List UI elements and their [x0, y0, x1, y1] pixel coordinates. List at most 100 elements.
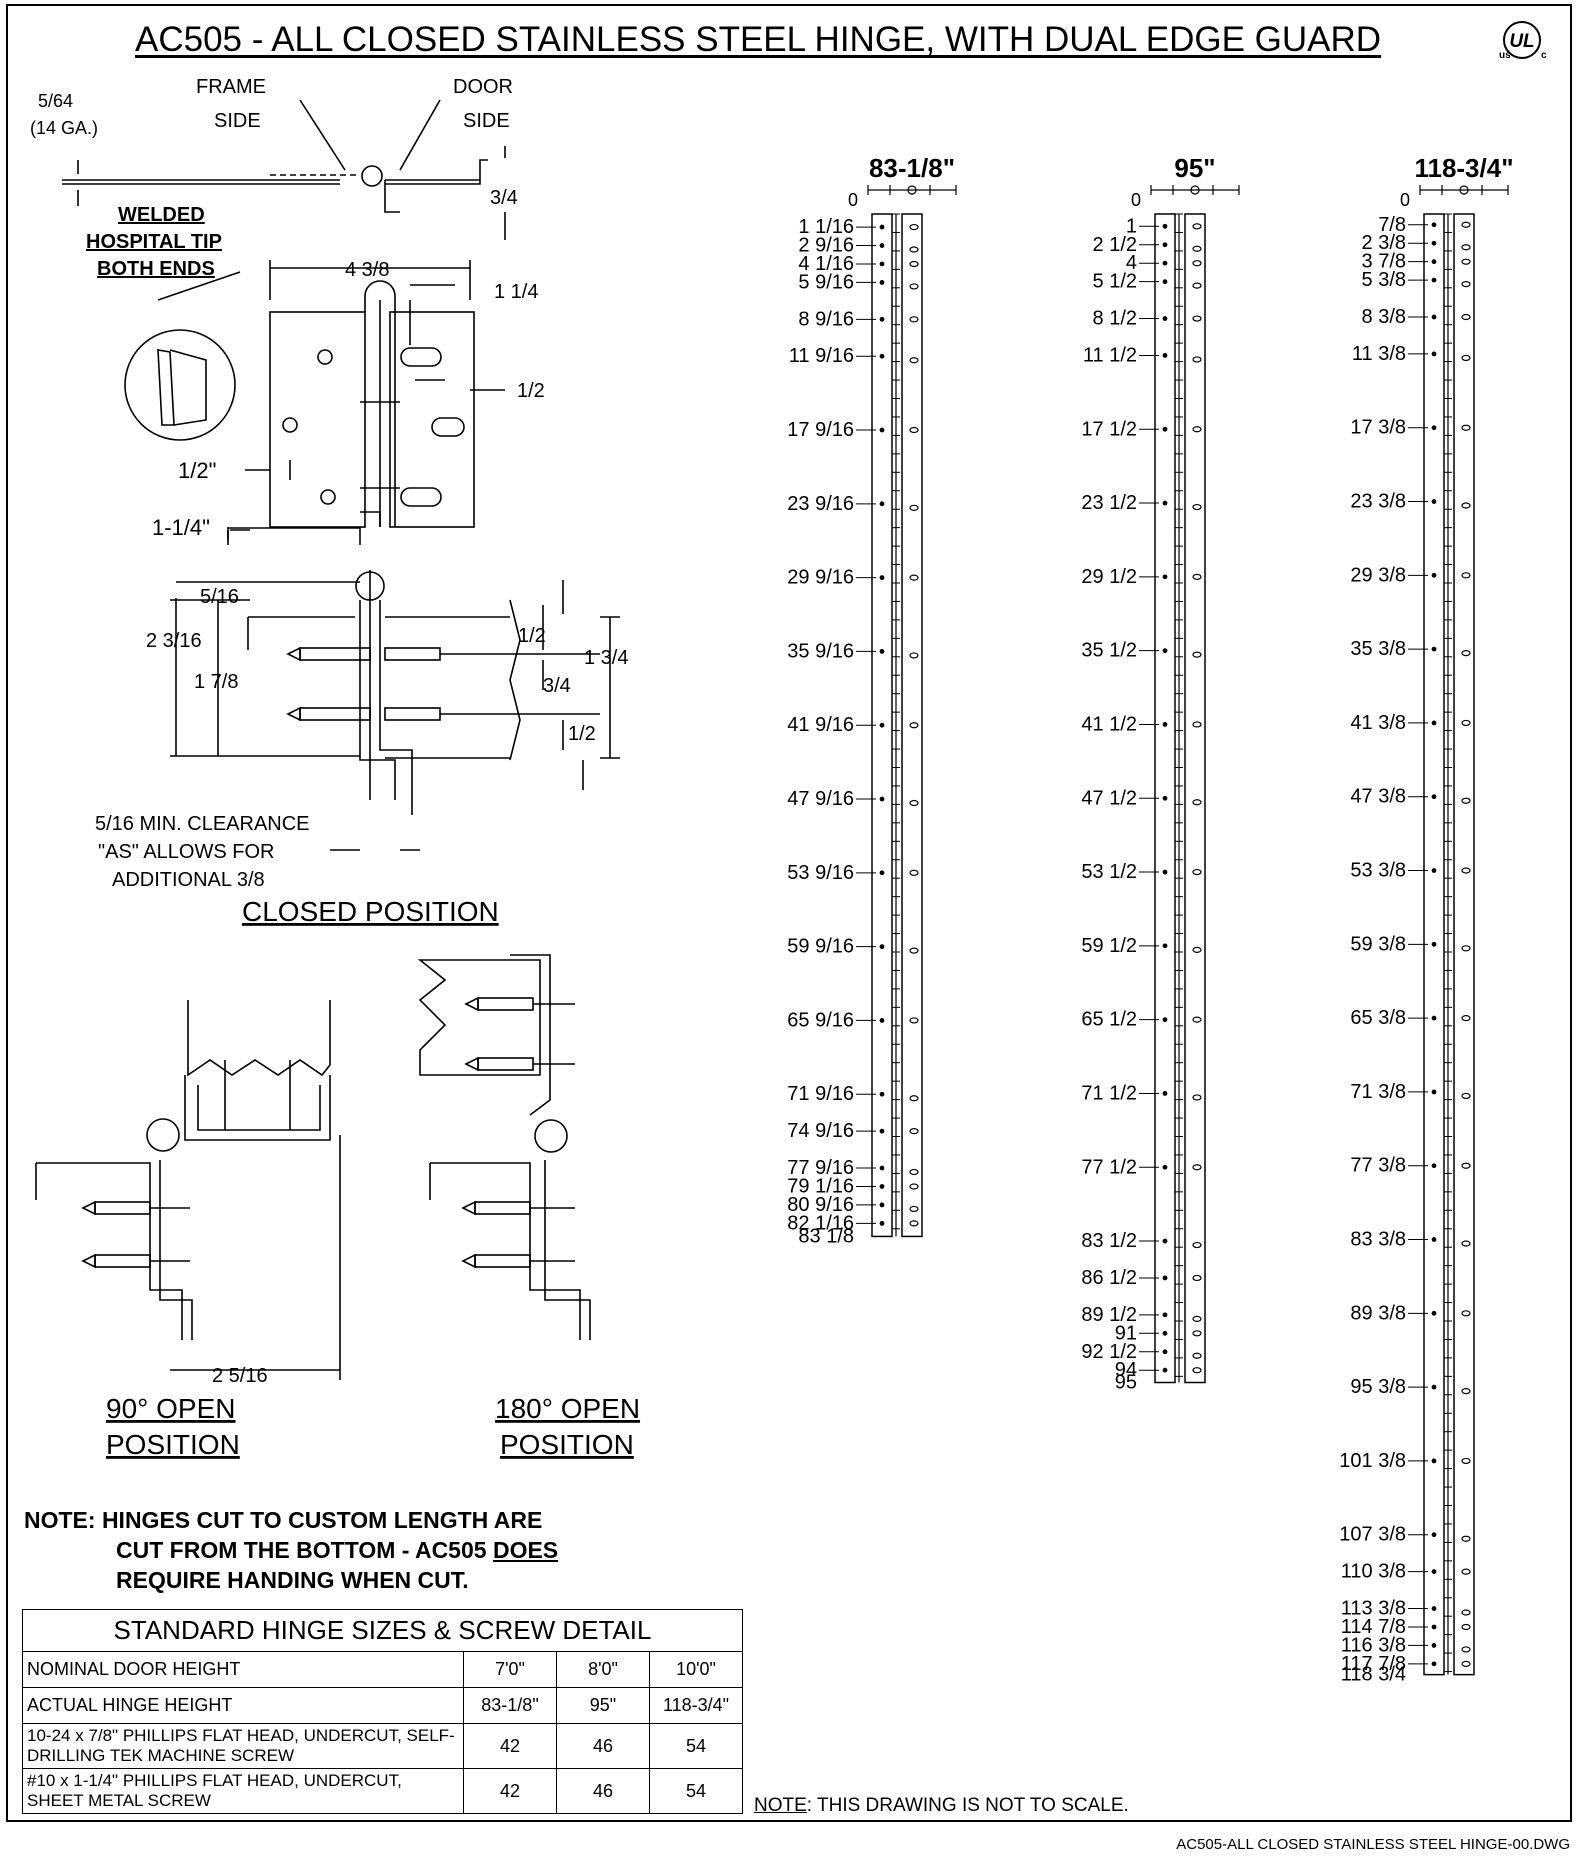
- note-line-2: CUT FROM THE BOTTOM - AC505: [116, 1537, 493, 1563]
- frame-screw-hole: [1162, 648, 1168, 654]
- dim-5-16: 5/16: [200, 586, 239, 608]
- frame-screw-hole: [1431, 1384, 1437, 1390]
- note-line-3: REQUIRE HANDING WHEN CUT.: [116, 1567, 469, 1593]
- welded-label-1: WELDED: [118, 204, 205, 226]
- frame-screw-hole: [879, 243, 885, 248]
- frame-screw-hole: [1431, 1606, 1437, 1611]
- door-screw-slot: [1192, 651, 1202, 658]
- frame-screw-hole: [879, 261, 885, 267]
- hinge-dim-label: 0: [1400, 190, 1410, 210]
- hinge-dim-label: 23 9/16: [787, 493, 854, 515]
- door-screw-slot: [1461, 1240, 1471, 1247]
- hinge-dim-label: 47 1/2: [1081, 787, 1137, 809]
- hinge-dim-label: 110 3/8: [1341, 1561, 1406, 1583]
- ul-logo-c: c: [1541, 50, 1547, 61]
- dim-4-3-8: 4 3/8: [345, 259, 389, 281]
- door-screw-slot: [909, 223, 919, 231]
- clearance-note-1: 5/16 MIN. CLEARANCE: [95, 813, 310, 835]
- door-screw-slot: [1192, 573, 1202, 580]
- hinge-dim-label: 17 3/8: [1350, 417, 1406, 439]
- hinge-dim-label: 80 9/16: [787, 1194, 854, 1216]
- table-row-label: #10 x 1-1/4" PHILLIPS FLAT HEAD, UNDERCU…: [22, 1768, 464, 1814]
- hinge-dim-label: 5 3/8: [1362, 269, 1406, 291]
- hinge-dim-label: 53 3/8: [1350, 860, 1406, 882]
- hinge-dim-label: 71 3/8: [1350, 1081, 1406, 1103]
- hinge-dim-label: 2 9/16: [798, 235, 854, 257]
- ul-listed-logo: UL us c: [1499, 21, 1547, 61]
- frame-screw-hole: [1162, 1312, 1168, 1318]
- hinge-dim-label: 2 1/2: [1093, 234, 1137, 256]
- frame-screw-hole: [879, 501, 885, 507]
- hinge-dim-label: 8 9/16: [798, 308, 854, 330]
- door-screw-slot: [1192, 1352, 1202, 1359]
- hinge-width-dims: [867, 185, 957, 195]
- door-screw-slot: [1192, 1315, 1202, 1322]
- ul-logo-text: UL: [1509, 31, 1534, 52]
- door-screw-slot: [1461, 221, 1471, 228]
- frame-screw-hole: [1431, 646, 1437, 652]
- door-screw-slot: [1461, 244, 1471, 251]
- door-screw-slot: [1461, 867, 1471, 874]
- hinge-dim-label: 79 1/16: [787, 1175, 854, 1197]
- frame-screw-hole: [1162, 242, 1168, 248]
- hinge-dim-label: 118 3/4: [1341, 1664, 1406, 1686]
- dim-1-2-face: 1/2: [517, 380, 545, 402]
- frame-screw-hole: [1162, 1367, 1168, 1373]
- hinge-width-dims: [1419, 185, 1509, 195]
- frame-screw-hole: [1162, 353, 1168, 358]
- hinge-dim-label: 53 1/2: [1081, 861, 1137, 883]
- ul-logo-us: us: [1499, 50, 1511, 61]
- frame-screw-hole: [1162, 316, 1168, 321]
- door-screw-slot: [909, 260, 919, 268]
- frame-screw-hole: [1162, 795, 1168, 801]
- hinge-dim-label: 89 1/2: [1081, 1304, 1137, 1326]
- door-screw-slot: [1461, 502, 1471, 509]
- table-row-label: ACTUAL HINGE HEIGHT: [22, 1687, 464, 1724]
- table-row: NOMINAL DOOR HEIGHT 7'0" 8'0" 10'0": [22, 1651, 743, 1688]
- frame-screw-hole: [879, 649, 885, 654]
- door-screw-slot: [909, 316, 919, 323]
- dim-3-4-top: 3/4: [490, 187, 518, 209]
- table-cell: 7'0": [463, 1651, 557, 1688]
- hinge-dim-label: 83 1/2: [1081, 1230, 1137, 1252]
- hinge-dim-label: 116 3/8: [1341, 1634, 1406, 1656]
- frame-screw-hole: [879, 280, 885, 285]
- table-row-label: 10-24 x 7/8" PHILLIPS FLAT HEAD, UNDERCU…: [22, 1723, 464, 1769]
- table-cell: 118-3/4": [649, 1687, 743, 1724]
- hinge-dim-label: 11 1/2: [1083, 344, 1137, 366]
- door-screw-slot: [1461, 1568, 1471, 1575]
- door-screw-slot: [909, 246, 919, 253]
- hinge-dim-label: 5 9/16: [798, 271, 854, 293]
- open-180-caption-1: 180° OPEN: [495, 1393, 640, 1424]
- frame-screw-hole: [879, 427, 885, 433]
- hinge-dim-label: 92 1/2: [1081, 1341, 1137, 1363]
- door-screw-slot: [1192, 426, 1202, 433]
- door-screw-slot: [1461, 424, 1471, 431]
- dim-3-4-closed: 3/4: [543, 675, 571, 697]
- door-screw-slot: [1461, 945, 1471, 952]
- door-screw-slot: [1461, 1162, 1471, 1169]
- table-title: STANDARD HINGE SIZES & SCREW DETAIL: [22, 1609, 743, 1652]
- hinge-dim-label: 77 3/8: [1350, 1155, 1406, 1177]
- table-cell: 83-1/8": [463, 1687, 557, 1724]
- door-screw-slot: [1192, 721, 1202, 728]
- frame-screw-hole: [1162, 223, 1168, 229]
- hinge-detail-drawings: 5/64 (14 GA.) FRAME SIDE DOOR SIDE 3/4 W…: [30, 76, 640, 1460]
- frame-screw-hole: [1431, 1015, 1437, 1021]
- hinge-dim-label: 59 3/8: [1350, 933, 1406, 955]
- door-screw-slot: [1192, 1164, 1202, 1171]
- frame-screw-hole: [1162, 1330, 1168, 1336]
- sheet-border: [6, 4, 1572, 1822]
- hinge-dim-label: 1 1/16: [798, 216, 854, 238]
- frame-screw-hole: [879, 353, 885, 359]
- frame-screw-hole: [1162, 1017, 1168, 1023]
- frame-screw-hole: [1431, 277, 1437, 283]
- hinge-door-leaf: [901, 213, 923, 1238]
- hinge-dim-label: 65 9/16: [787, 1009, 854, 1031]
- table-cell: 95": [556, 1687, 650, 1724]
- frame-screw-hole: [1431, 720, 1437, 726]
- gauge-label-1: 5/64: [38, 91, 73, 111]
- frame-screw-hole: [879, 870, 885, 876]
- welded-label-2: HOSPITAL TIP: [86, 231, 222, 253]
